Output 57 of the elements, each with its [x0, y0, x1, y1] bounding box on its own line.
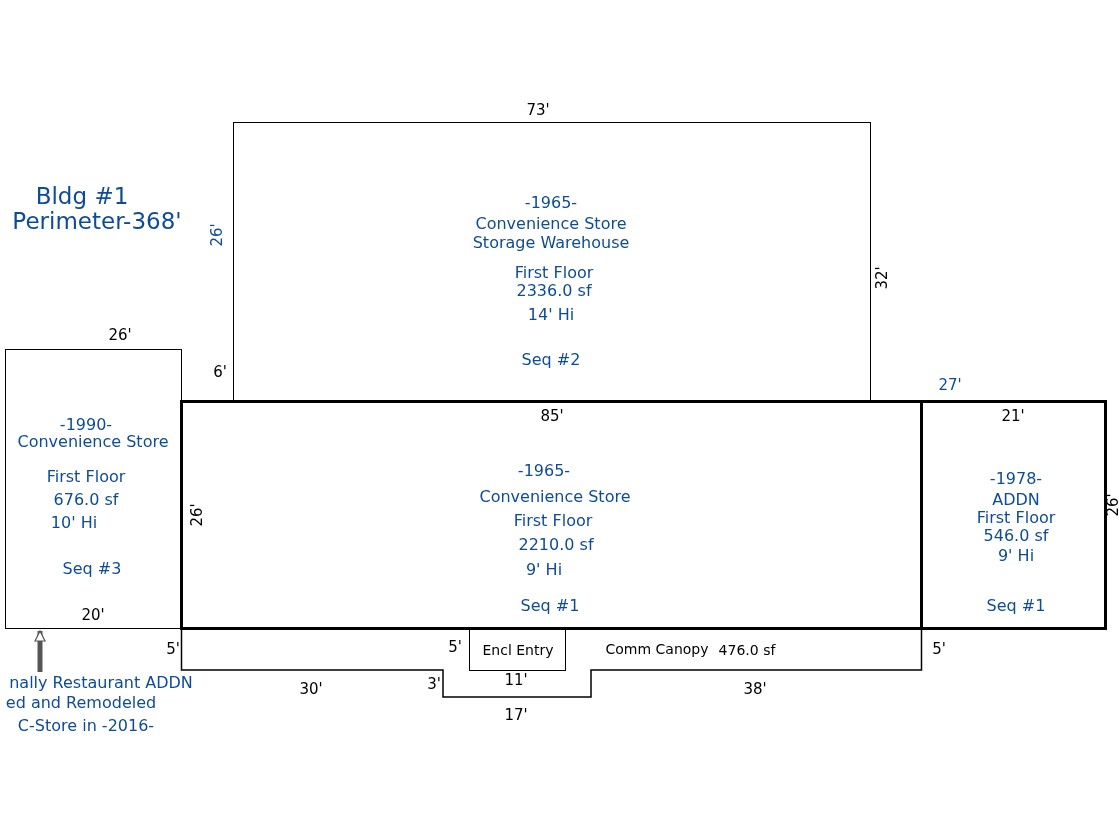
- dimension-label: 5': [448, 639, 462, 655]
- room-label: First Floor: [976, 510, 1056, 526]
- dimension-label: 26': [108, 327, 132, 343]
- hollow-arrow: [34, 630, 46, 672]
- room-label: ed and Remodeled: [5, 695, 157, 711]
- room-label: -1965-: [524, 195, 578, 211]
- room-label: 546.0 sf: [983, 528, 1049, 544]
- dimension-label: 38': [743, 681, 767, 697]
- room-label: Seq #1: [986, 598, 1046, 614]
- room-label: Seq #3: [62, 561, 122, 577]
- room-box: [920, 400, 1107, 630]
- dimension-label: 27': [938, 377, 962, 393]
- room-label: -1978-: [989, 471, 1043, 487]
- dimension-label: 26': [209, 223, 225, 247]
- area-label: Encl Entry: [482, 643, 554, 657]
- room-label: Convenience Store: [475, 216, 627, 232]
- dimension-label: 11': [504, 672, 528, 688]
- room-label: -1965-: [517, 463, 571, 479]
- room-label: First Floor: [46, 469, 126, 485]
- room-label: 2336.0 sf: [516, 283, 592, 299]
- dimension-label: 85': [540, 408, 564, 424]
- room-box: [233, 122, 871, 401]
- room-label: 9' Hi: [997, 548, 1035, 564]
- dimension-label: 17': [504, 707, 528, 723]
- room-label: 9' Hi: [525, 562, 563, 578]
- dimension-label: 20': [81, 607, 105, 623]
- dimension-label: 73': [526, 102, 550, 118]
- room-label: Convenience Store: [479, 489, 631, 505]
- room-label: ADDN: [992, 492, 1040, 508]
- perimeter-label: Perimeter-368': [12, 209, 182, 233]
- dimension-label: 5': [166, 641, 180, 657]
- room-label: First Floor: [513, 513, 593, 529]
- room-label: 676.0 sf: [53, 492, 119, 508]
- room-label: 2210.0 sf: [518, 537, 594, 553]
- dimension-label: 30': [299, 681, 323, 697]
- room-label: Storage Warehouse: [472, 235, 630, 251]
- area-label: 476.0 sf: [718, 643, 776, 657]
- room-label: Seq #1: [520, 598, 580, 614]
- room-label: C-Store in -2016-: [17, 718, 155, 734]
- dimension-label: 26': [189, 503, 205, 527]
- room-label: Seq #2: [521, 352, 581, 368]
- room-box: [5, 349, 182, 629]
- title: Bldg #1: [35, 184, 129, 208]
- room-label: Convenience Store: [17, 434, 169, 450]
- room-label: 14' Hi: [527, 307, 575, 323]
- dimension-label: 5': [932, 641, 946, 657]
- dimension-label: 6': [213, 364, 227, 380]
- dimension-label: 3': [427, 676, 441, 692]
- room-box: [469, 628, 566, 671]
- dimension-label: 32': [874, 266, 890, 290]
- room-label: 10' Hi: [50, 515, 98, 531]
- room-box: [180, 400, 923, 630]
- room-label: First Floor: [514, 265, 594, 281]
- dimension-label: 21': [1001, 408, 1025, 424]
- room-label: nally Restaurant ADDN: [9, 675, 193, 691]
- room-label: -1990-: [59, 417, 113, 433]
- area-label: Comm Canopy: [605, 642, 709, 656]
